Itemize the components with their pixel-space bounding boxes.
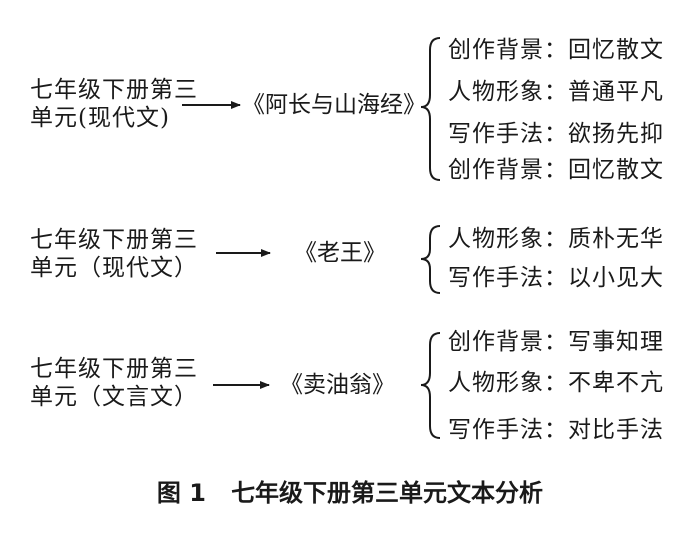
group-1-item-2: 人物形象：普通平凡 [448, 79, 664, 105]
group-1-source: 七年级下册第三 单元(现代文) [30, 76, 198, 132]
group-3-item-1: 创作背景：写事知理 [448, 329, 664, 355]
group-2-brace [420, 225, 441, 294]
group-3-item-2: 人物形象：不卑不亢 [448, 370, 664, 396]
group-1-brace [420, 37, 441, 181]
group-3-brace [420, 332, 441, 439]
figure-label: 图 1 [156, 479, 206, 507]
group-3-source: 七年级下册第三 单元（文言文） [30, 355, 198, 411]
group-2-item-2: 写作手法：以小见大 [448, 265, 664, 291]
group-1-work-title: 《阿长与山海经》 [242, 92, 426, 118]
group-3-source-line2: 单元（文言文） [30, 384, 198, 410]
figure-caption: 图 1 七年级下册第三单元文本分析 [0, 478, 700, 508]
figure-title: 七年级下册第三单元文本分析 [231, 479, 544, 507]
group-3-work-title: 《卖油翁》 [280, 372, 395, 398]
group-1-item-4: 创作背景：回忆散文 [448, 157, 664, 183]
group-1-item-3: 写作手法：欲扬先抑 [448, 121, 664, 147]
group-1-source-line2: 单元(现代文) [30, 105, 170, 131]
group-3-source-line1: 七年级下册第三 [30, 356, 198, 382]
group-2-source: 七年级下册第三 单元（现代文） [30, 226, 198, 282]
group-2-source-line1: 七年级下册第三 [30, 227, 198, 253]
group-3-item-3: 写作手法：对比手法 [448, 417, 664, 443]
group-2-source-line2: 单元（现代文） [30, 255, 198, 281]
group-2-item-1: 人物形象：质朴无华 [448, 226, 664, 252]
group-1-source-line1: 七年级下册第三 [30, 77, 198, 103]
group-2-work-title: 《老王》 [294, 240, 386, 266]
group-1-item-1: 创作背景：回忆散文 [448, 37, 664, 63]
